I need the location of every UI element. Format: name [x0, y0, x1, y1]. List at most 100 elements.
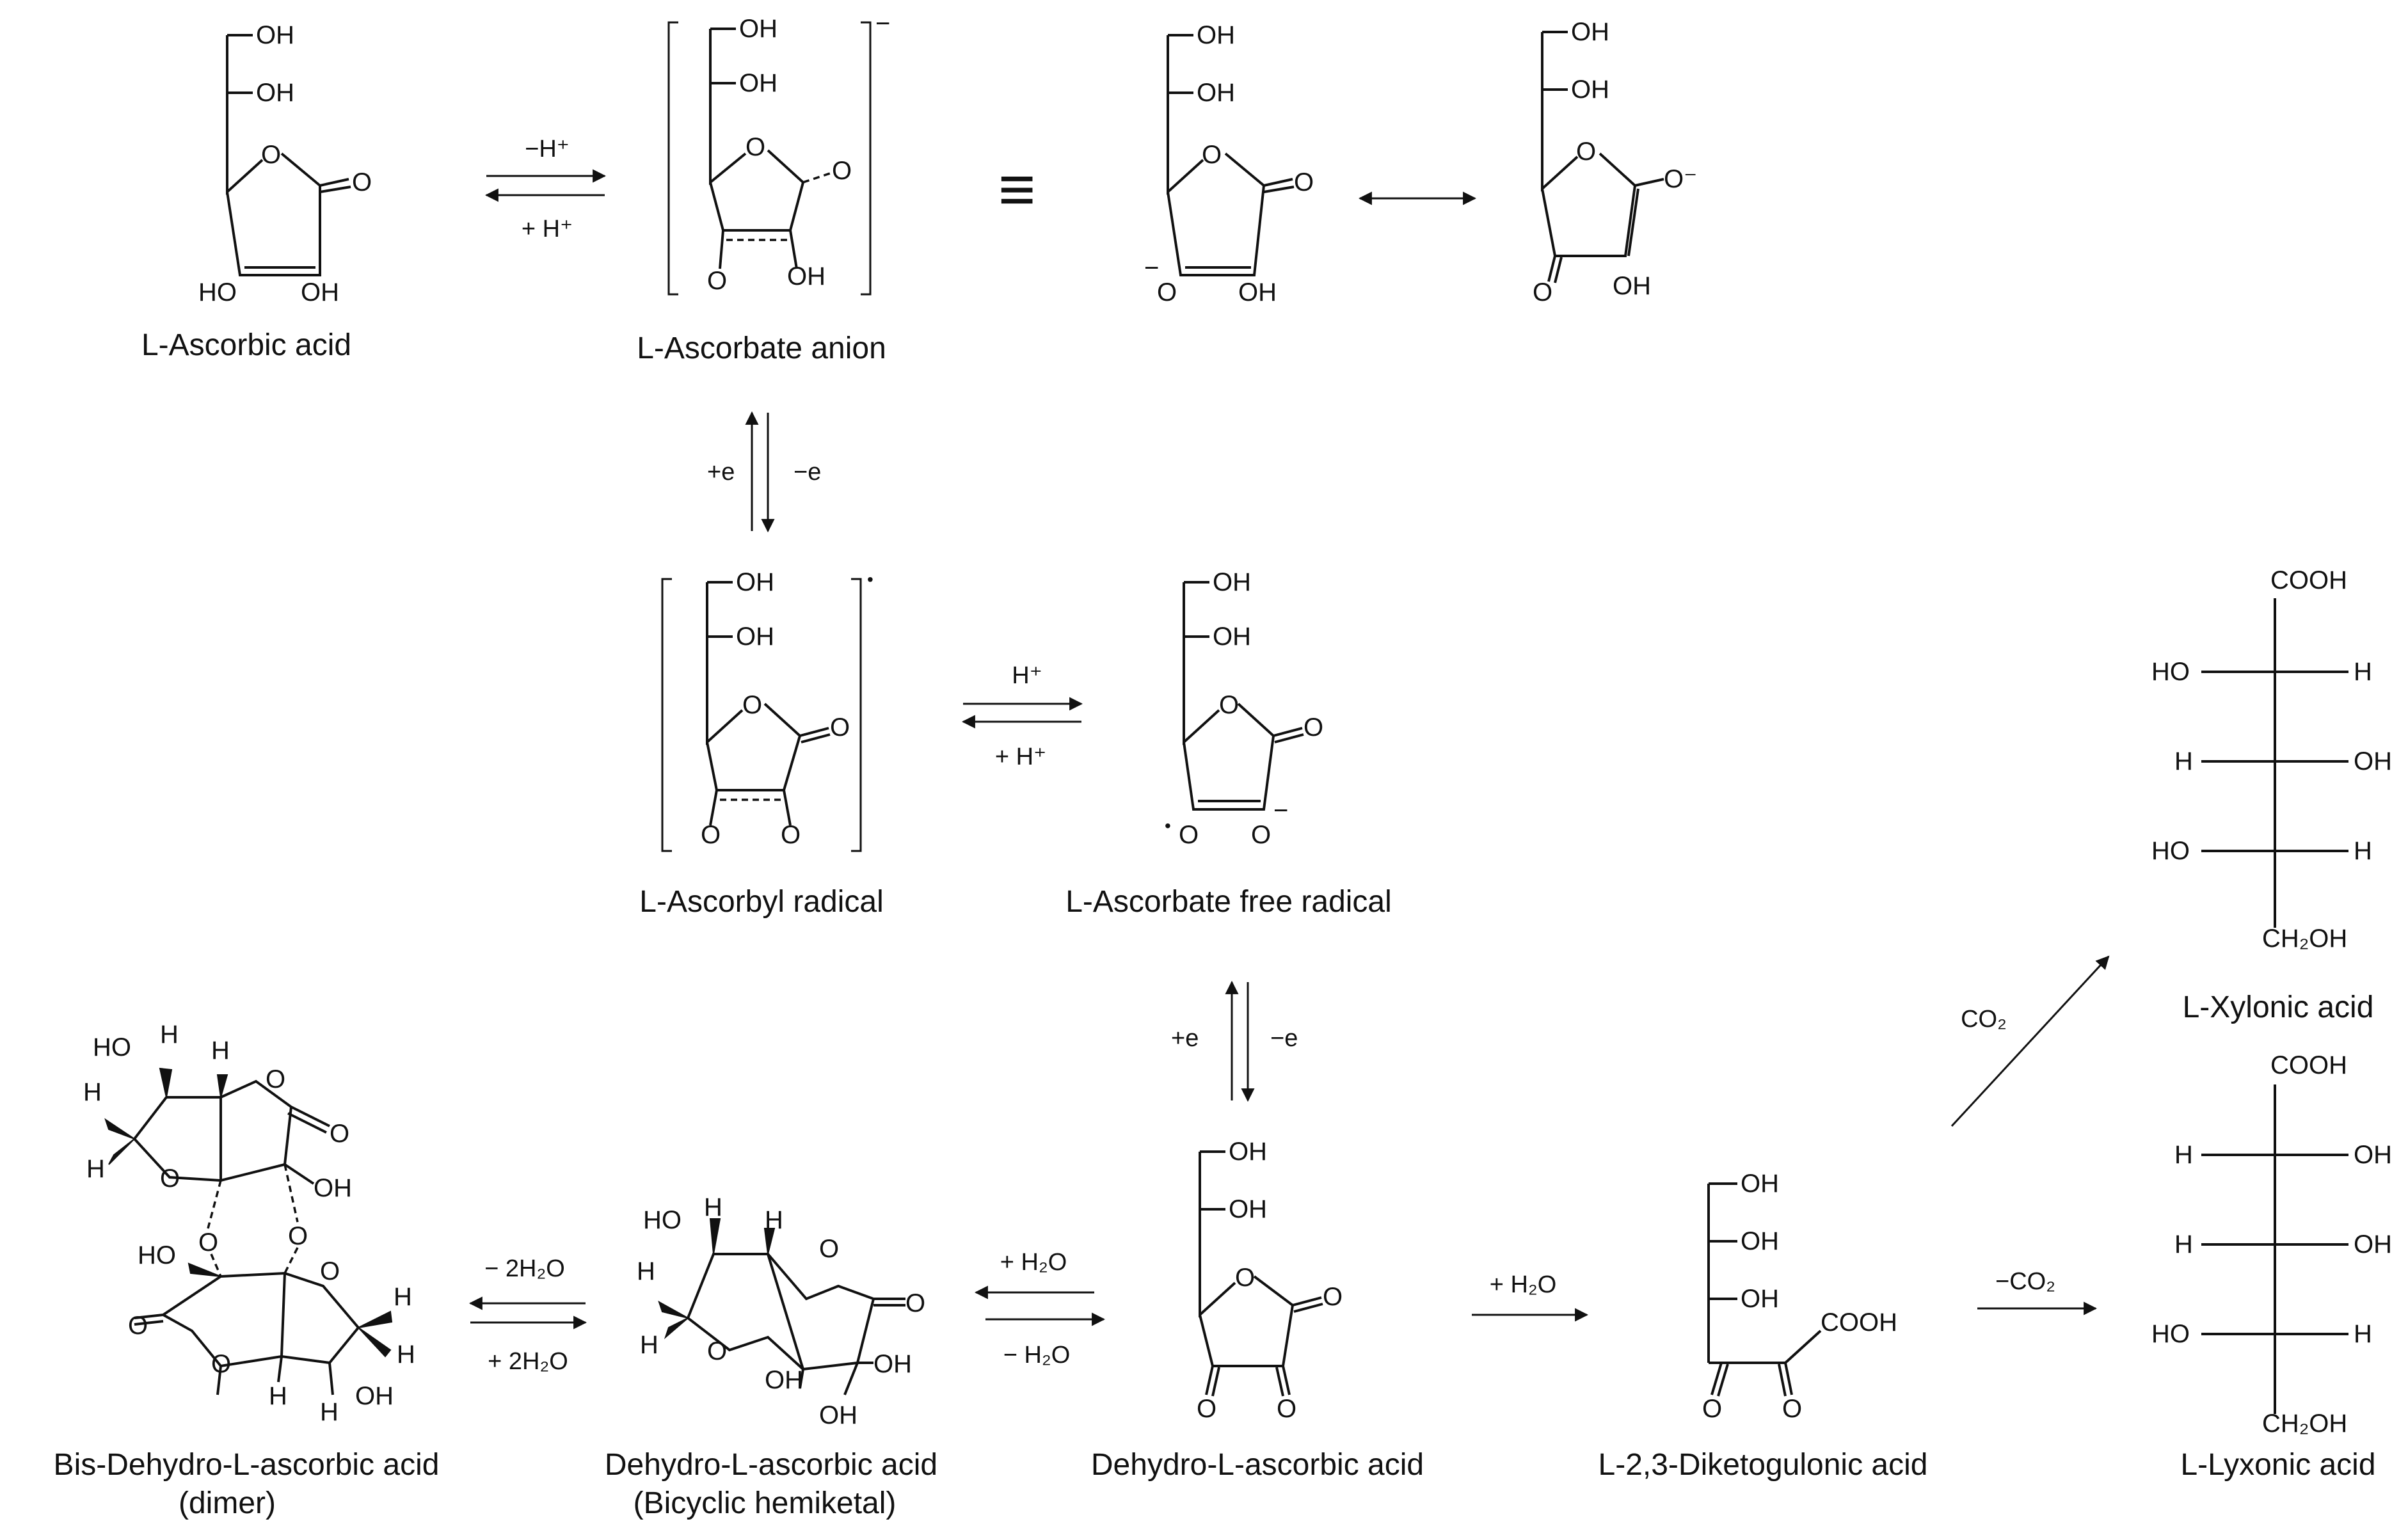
- atom-cooh: COOH: [2270, 566, 2347, 594]
- atom-ho: HO: [93, 1033, 131, 1061]
- structure-lyxonic-acid: COOH H OH H OH HO H CH₂OH: [2151, 1051, 2392, 1438]
- label-ascorbic-acid: L-Ascorbic acid: [141, 328, 351, 362]
- atom-h: H: [83, 1078, 102, 1106]
- equilibrium-arrows-deprotonation: [484, 169, 607, 202]
- atom-o: O: [1576, 138, 1596, 166]
- label-ascorbate-free-radical: L-Ascorbate free radical: [1065, 885, 1392, 919]
- equivalence-symbol: ≡: [998, 154, 1035, 225]
- structure-resonance-form-1: OH OH O O O − OH: [1144, 21, 1314, 306]
- atom-o: O: [830, 713, 850, 742]
- radical-dot: •: [1165, 816, 1171, 836]
- atom-o: O: [1533, 278, 1552, 306]
- condition-minus-electron: −e: [793, 459, 821, 486]
- atom-h: H: [320, 1398, 339, 1426]
- atom-o: O: [746, 133, 765, 161]
- condition-minus-electron-2: −e: [1270, 1025, 1298, 1052]
- label-bis-dehydro: Bis-Dehydro-L-ascorbic acid: [54, 1448, 440, 1482]
- label-diketogulonic-acid: L-2,3-Diketogulonic acid: [1599, 1448, 1928, 1482]
- structure-dehydro-ascorbic-acid: OH OH O O O O: [1197, 1138, 1343, 1423]
- atom-oh: OH: [1741, 1170, 1779, 1198]
- charge-minus: −: [1273, 797, 1288, 825]
- atom-o: O: [198, 1228, 218, 1257]
- atom-oh: OH: [736, 623, 774, 651]
- atom-o: O: [701, 821, 721, 849]
- atom-o: O: [1304, 713, 1323, 742]
- atom-o: O: [1323, 1283, 1343, 1311]
- atom-o: O: [1294, 168, 1314, 196]
- atom-o: O: [266, 1065, 285, 1093]
- atom-oh: OH: [2354, 1141, 2392, 1169]
- structure-diketogulonic-acid: OH OH OH COOH O O: [1702, 1170, 1897, 1423]
- atom-o: O: [1157, 278, 1177, 306]
- atom-oh: OH: [787, 262, 825, 290]
- structure-xylonic-acid: COOH HO H H OH HO H CH₂OH: [2151, 566, 2392, 953]
- atom-o: O: [1782, 1395, 1802, 1423]
- atom-o: O: [707, 1337, 727, 1365]
- condition-plus-electron-2: +e: [1171, 1025, 1199, 1052]
- atom-h: H: [269, 1382, 287, 1410]
- atom-o: O: [905, 1289, 925, 1317]
- atom-o: O: [128, 1312, 148, 1340]
- atom-oh: OH: [314, 1174, 352, 1202]
- atom-oh: OH: [1213, 568, 1251, 596]
- condition-plus-proton: + H⁺: [522, 216, 573, 242]
- atom-oh: OH: [1213, 623, 1251, 651]
- atom-oh: OH: [1197, 79, 1235, 107]
- atom-o: O: [1219, 691, 1239, 719]
- structure-ascorbate-anion: − OH OH O O O OH: [667, 10, 890, 296]
- atom-o: O: [1179, 821, 1199, 849]
- atom-o: O: [1235, 1264, 1255, 1292]
- atom-h: H: [704, 1193, 722, 1221]
- label-lyxonic-acid: L-Lyxonic acid: [2180, 1448, 2375, 1482]
- atom-h: H: [2174, 1230, 2193, 1259]
- atom-oh: OH: [819, 1401, 857, 1429]
- atom-h: H: [765, 1206, 783, 1234]
- equilibrium-arrows-electron-2: [1225, 980, 1255, 1102]
- atom-o: O: [1251, 821, 1271, 849]
- reaction-arrow-decarboxylation-xylonic: [1950, 955, 2110, 1127]
- label-xylonic-acid: L-Xylonic acid: [2183, 990, 2374, 1024]
- structure-dehydro-bicyclic-hemiketal: HO H H O O H H O OH OH OH: [637, 1193, 925, 1429]
- atom-o: O: [330, 1120, 349, 1148]
- atom-h: H: [211, 1037, 230, 1065]
- atom-oh: OH: [301, 278, 339, 306]
- atom-oh: OH: [736, 568, 774, 596]
- atom-oh: OH: [765, 1366, 803, 1394]
- atom-oh: OH: [1741, 1285, 1779, 1313]
- condition-plus-proton-2: + H⁺: [995, 743, 1046, 770]
- equilibrium-arrows-hydration: [974, 1285, 1106, 1326]
- atom-h: H: [394, 1283, 412, 1311]
- structure-ascorbic-acid: OH OH O O HO OH: [198, 21, 372, 306]
- atom-cooh: COOH: [2270, 1051, 2347, 1079]
- atom-oh: OH: [1571, 75, 1609, 104]
- label-ascorbate-anion: L-Ascorbate anion: [637, 331, 886, 365]
- atom-o: O: [1702, 1395, 1722, 1423]
- atom-o: O: [211, 1350, 231, 1378]
- atom-o: O: [261, 141, 281, 169]
- structure-ascorbate-free-radical: OH OH O O • O O −: [1165, 568, 1323, 849]
- atom-oh: OH: [873, 1350, 912, 1378]
- atom-o: O: [160, 1164, 180, 1193]
- condition-minus-co2: −CO₂: [1995, 1268, 2055, 1295]
- atom-oh: OH: [1741, 1227, 1779, 1255]
- atom-oh: OH: [739, 69, 777, 97]
- atom-h: H: [86, 1155, 105, 1183]
- atom-oh: OH: [355, 1382, 394, 1410]
- atom-h: H: [397, 1340, 415, 1369]
- label-dehydro-ascorbic-acid: Dehydro-L-ascorbic acid: [1091, 1448, 1424, 1482]
- atom-h: H: [2354, 1320, 2372, 1348]
- atom-o: O: [320, 1257, 340, 1285]
- atom-o-minus: O⁻: [1664, 165, 1697, 193]
- atom-oh: OH: [1613, 272, 1651, 300]
- condition-co2: CO₂: [1961, 1006, 2007, 1033]
- atom-o: O: [742, 691, 762, 719]
- atom-h: H: [637, 1257, 655, 1285]
- atom-o: O: [1202, 141, 1222, 169]
- atom-cooh: COOH: [1821, 1308, 1897, 1337]
- condition-plus-water: + H₂O: [1000, 1249, 1067, 1276]
- atom-ho: HO: [138, 1241, 176, 1269]
- label-dehydro-bicyclic-subtitle: (Bicyclic hemiketal): [634, 1486, 897, 1520]
- structure-bis-dehydro-dimer: HO H H O O H H O OH O O HO O H H O O H H…: [83, 1021, 415, 1426]
- atom-ch2oh: CH₂OH: [2262, 1410, 2347, 1438]
- atom-h: H: [160, 1021, 179, 1049]
